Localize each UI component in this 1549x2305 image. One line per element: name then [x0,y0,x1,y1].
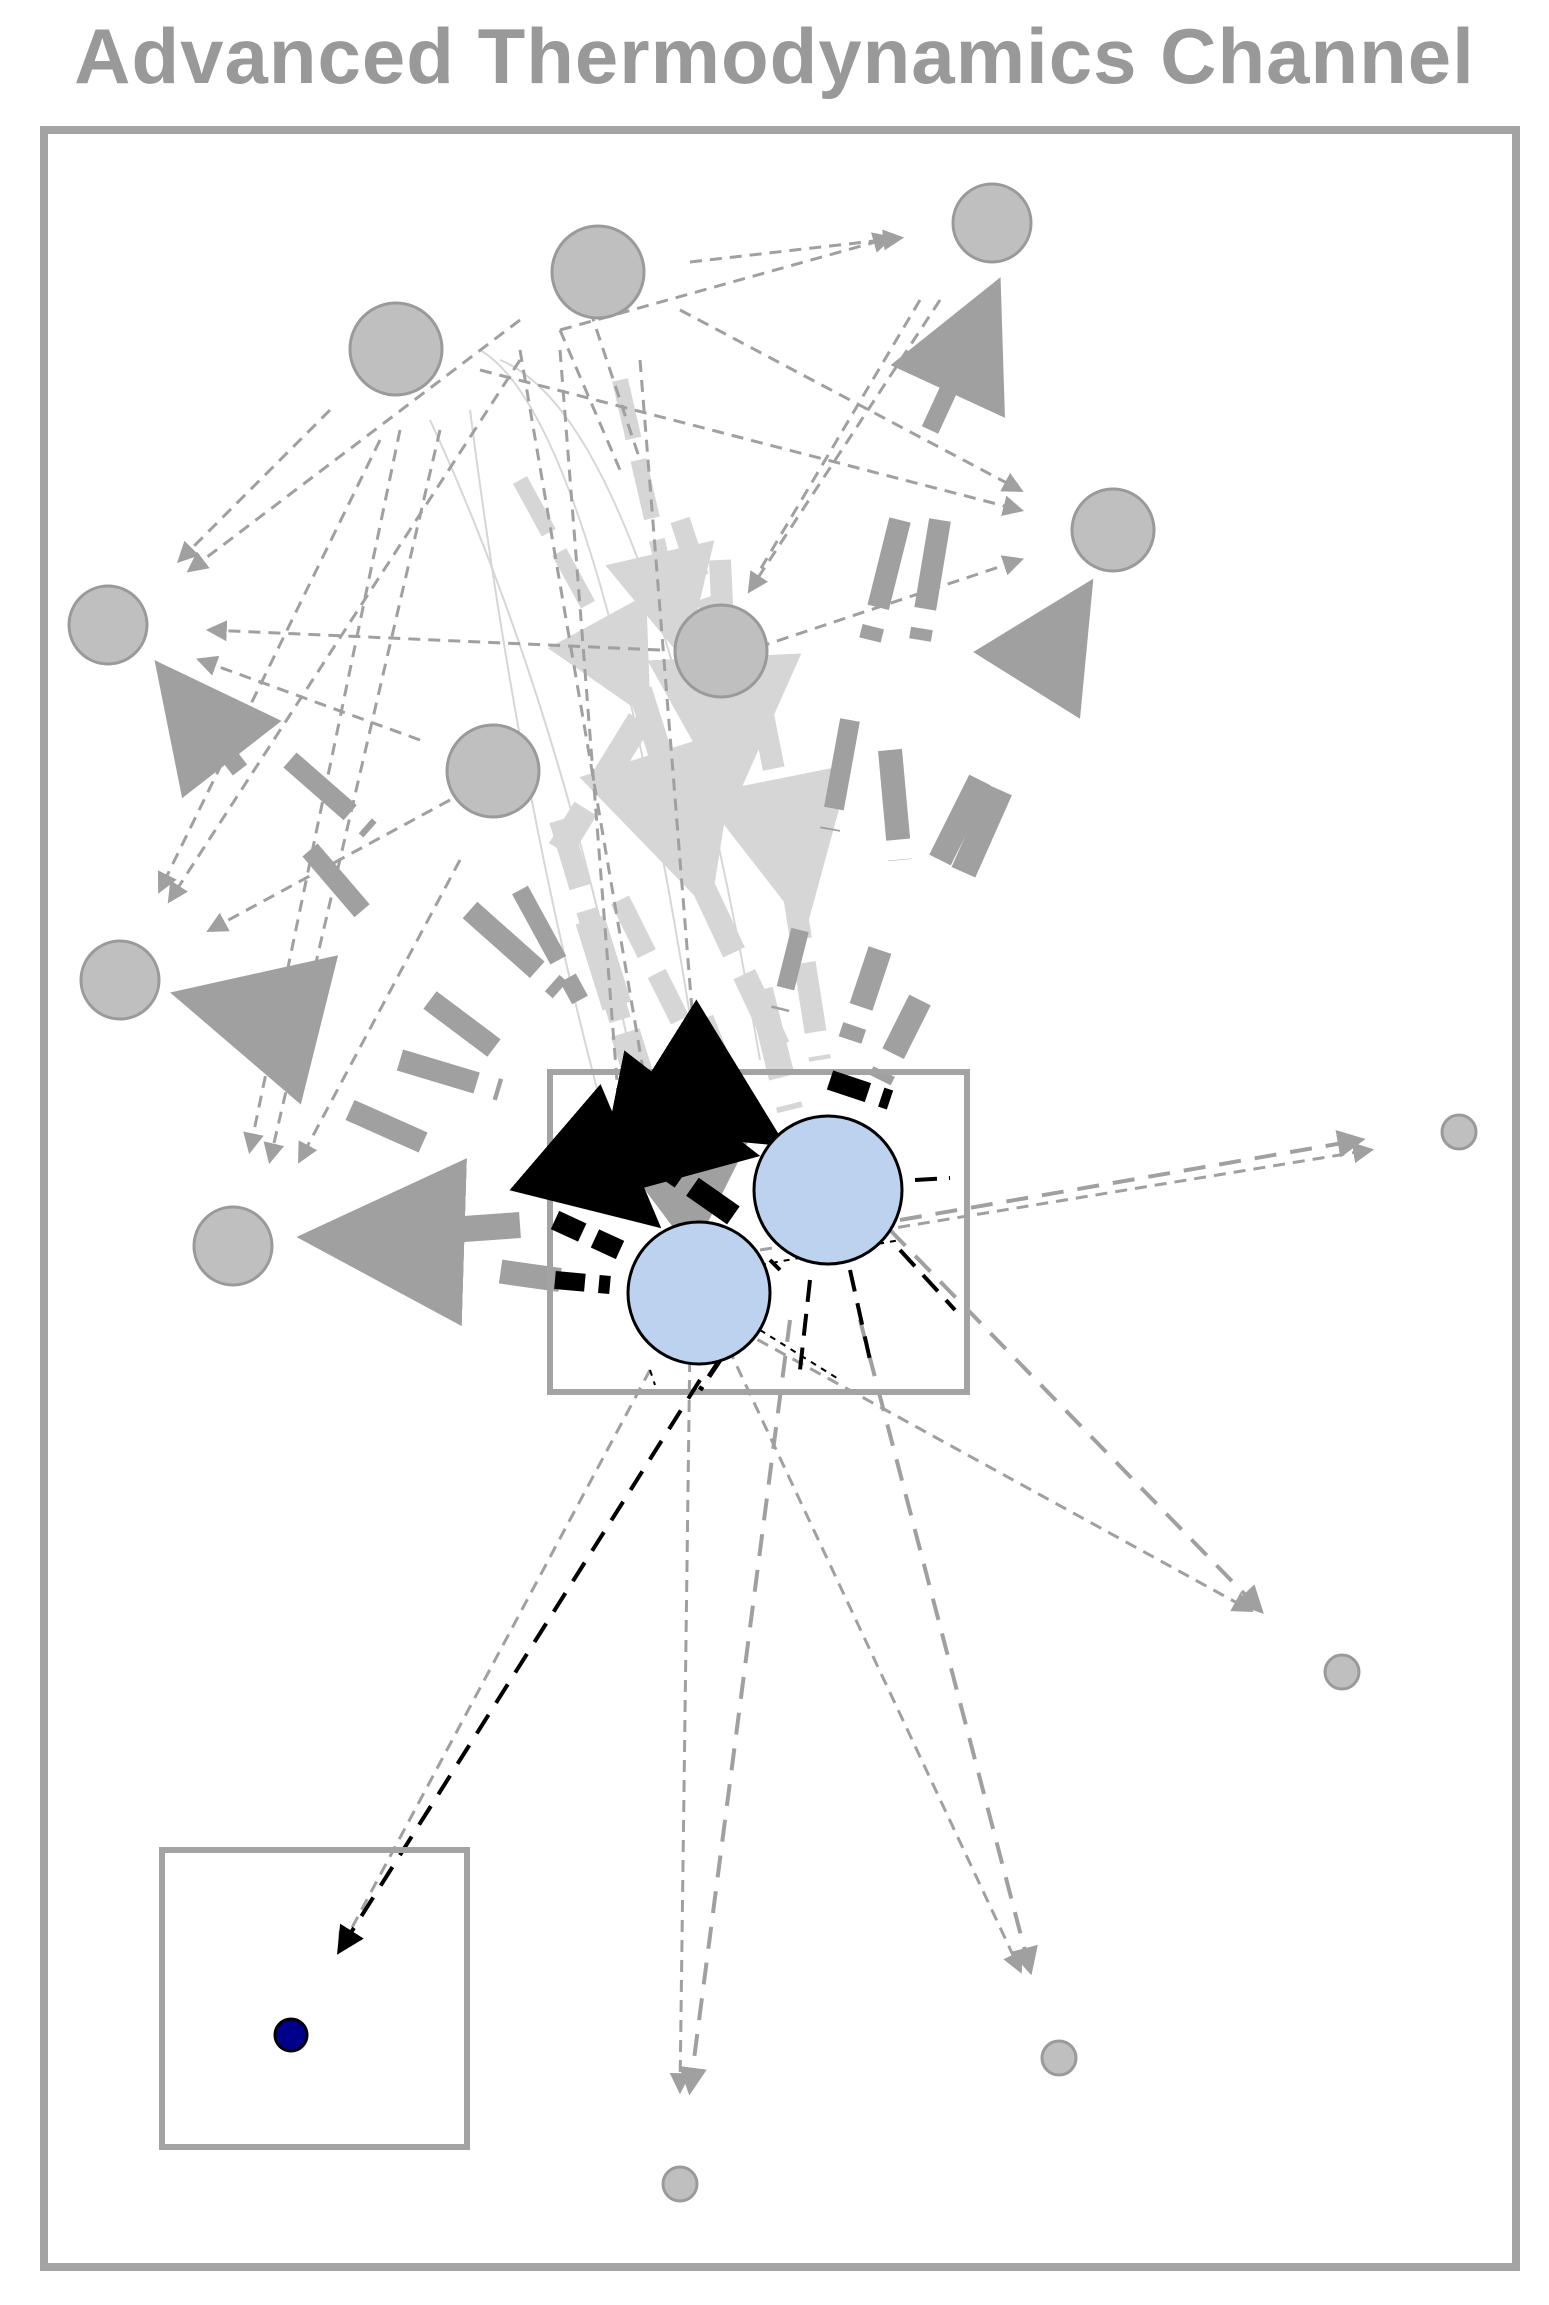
target-group-box [159,1847,470,2150]
thin-edges [157,229,1375,2096]
node-n3 [951,182,1033,264]
node-n6 [673,603,769,699]
node-s3 [1040,2039,1078,2077]
node-h2 [626,1220,772,1366]
node-n1 [550,224,646,320]
node-s2 [1323,1653,1361,1691]
node-n7 [445,723,541,819]
node-s1 [1440,1113,1478,1151]
node-n2 [348,301,444,397]
node-h1 [752,1114,904,1266]
node-t1 [273,2017,309,2053]
outer-frame [40,126,1520,2271]
cluster-nodes [67,182,1156,1287]
thick-edges [154,277,1094,1327]
node-s4 [661,2165,699,2203]
peripheral-nodes [661,1113,1478,2203]
highlighted-nodes [626,1114,904,1366]
node-n8 [79,939,161,1021]
node-n4 [1070,487,1156,573]
page-title: Advanced Thermodynamics Channel [74,12,1475,100]
node-n9 [192,1205,274,1287]
node-n5 [67,584,149,666]
dark-edges [337,999,957,1955]
